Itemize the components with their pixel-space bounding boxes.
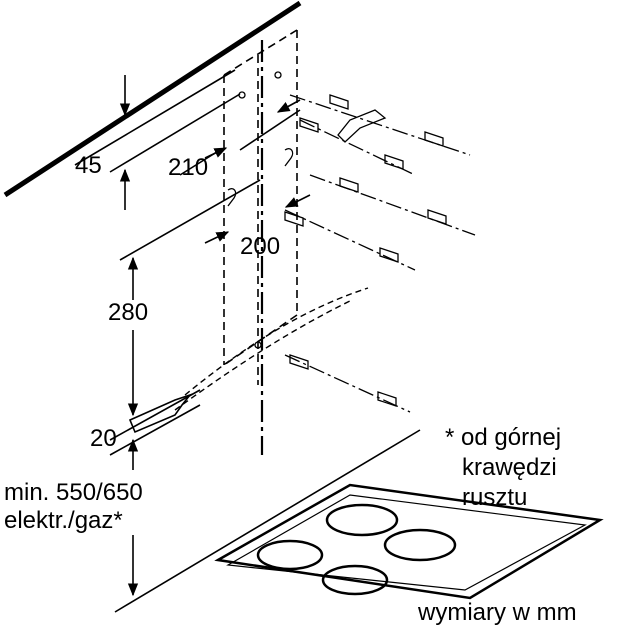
dim-210-line — [179, 99, 301, 176]
dim-200-line — [119, 179, 311, 261]
fixing-screws — [227, 71, 476, 413]
burner-back-left — [325, 503, 399, 537]
units-label: wymiary w mm — [417, 599, 577, 626]
dim-45-line — [74, 69, 241, 210]
chimney-outline — [223, 29, 298, 385]
dim-20-line — [109, 389, 201, 470]
dim-20-label: 20 — [90, 425, 117, 452]
dim-min-label-2: elektr./gaz* — [4, 507, 123, 534]
hood-canopy-outline — [174, 287, 369, 411]
dim-min-label-1: min. 550/650 — [4, 479, 143, 506]
note-line-3: rusztu — [462, 484, 527, 511]
burner-front-right — [321, 564, 389, 596]
dim-210-label: 210 — [168, 154, 208, 181]
note-line-2: krawędzi — [462, 454, 557, 481]
dim-280-label: 280 — [108, 299, 148, 326]
ceiling-line — [3, 0, 302, 198]
note-line-1: * od górnej — [445, 424, 561, 451]
hood-bracket — [128, 393, 193, 434]
burner-front-left — [256, 539, 324, 571]
cooktop — [214, 483, 604, 600]
dim-200-label: 200 — [240, 233, 280, 260]
dim-45-label: 45 — [75, 152, 102, 179]
burner-back-right — [383, 528, 457, 562]
dim-min-line — [114, 429, 421, 613]
